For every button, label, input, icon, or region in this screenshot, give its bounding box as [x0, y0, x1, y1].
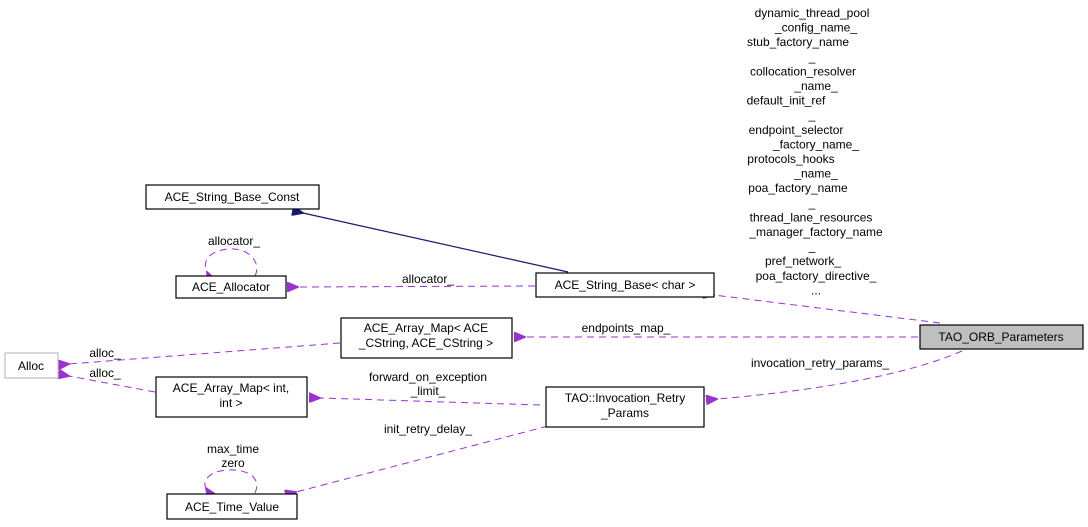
- node-ace-array-map-cstring[interactable]: ACE_Array_Map< ACE _CString, ACE_CString…: [340, 317, 513, 359]
- string-member-label-line: protocols_hooks: [747, 152, 834, 166]
- string-member-label-line: _: [808, 196, 816, 210]
- node-label: Alloc: [18, 359, 44, 373]
- edge-time-value-self-loop: [204, 469, 258, 493]
- string-member-label-line: _name_: [793, 167, 838, 181]
- node-tao-invocation-retry-params[interactable]: TAO::Invocation_Retry _Params: [545, 386, 705, 428]
- string-member-label-line: _manager_factory_name: [748, 225, 883, 239]
- edge-label-max-time: max_time: [207, 442, 259, 456]
- edge-allocator-self-loop: [204, 248, 258, 276]
- node-label: ACE_Time_Value: [185, 500, 279, 514]
- string-member-label-line: poa_factory_name: [748, 181, 848, 195]
- node-ace-allocator[interactable]: ACE_Allocator: [175, 275, 287, 299]
- edge-label-string-members: dynamic_thread_pool_config_name_stub_fac…: [747, 6, 883, 297]
- edge-label-forward-on-exception-line-2: _limit_: [410, 384, 446, 398]
- edge-label-init-retry-delay: init_retry_delay_: [384, 422, 472, 436]
- node-label: ACE_Allocator: [192, 280, 270, 294]
- node-ace-string-base-const[interactable]: ACE_String_Base_Const: [145, 184, 320, 210]
- string-member-label-line: _name_: [793, 79, 838, 93]
- string-member-label-line: pref_network_: [765, 254, 841, 268]
- node-ace-array-map-int[interactable]: ACE_Array_Map< int, int >: [155, 376, 308, 418]
- node-label: ACE_String_Base< char >: [555, 278, 696, 292]
- node-label: ACE_String_Base_Const: [165, 190, 300, 204]
- edge-allocator-from-string-base: [298, 286, 536, 287]
- edge-inherits-string-base-const: [303, 213, 569, 273]
- node-label-line-1: ACE_Array_Map< int,: [173, 381, 289, 395]
- string-member-label-line: _: [808, 50, 816, 64]
- string-member-label-line: default_init_ref: [747, 94, 826, 108]
- edge-invocation-retry-params: [717, 350, 963, 399]
- edge-label-invocation-retry-params: invocation_retry_params_: [751, 356, 889, 370]
- string-member-label-line: collocation_resolver: [750, 64, 856, 78]
- string-member-label-line: ...: [811, 283, 821, 297]
- node-label-line-1: ACE_Array_Map< ACE: [364, 321, 488, 335]
- node-label-line-2: _CString, ACE_CString >: [358, 336, 493, 350]
- string-member-label-line: endpoint_selector: [749, 123, 844, 137]
- edge-forward-on-exception-limit: [320, 398, 541, 406]
- node-tao-orb-parameters[interactable]: TAO_ORB_Parameters: [919, 324, 1084, 350]
- edge-alloc-from-int-map: [69, 376, 156, 393]
- edge-string-members: [714, 295, 941, 324]
- edge-alloc-from-cstring-map: [69, 342, 341, 364]
- node-label-line-2: int >: [219, 396, 242, 410]
- string-member-label-line: poa_factory_directive_: [756, 269, 877, 283]
- string-member-label-line: thread_lane_resources: [750, 210, 873, 224]
- node-label: TAO_ORB_Parameters: [938, 330, 1063, 344]
- edge-label-alloc-2: alloc_: [89, 366, 121, 380]
- node-label-line-2: _Params: [600, 406, 649, 420]
- string-member-label-line: _: [808, 108, 816, 122]
- node-ace-time-value[interactable]: ACE_Time_Value: [166, 493, 298, 520]
- edge-label-alloc-1: alloc_: [89, 346, 121, 360]
- node-label-line-1: TAO::Invocation_Retry: [565, 391, 686, 405]
- edge-label-allocator-self: allocator_: [208, 234, 260, 248]
- string-member-label-line: _config_name_: [774, 21, 857, 35]
- node-ace-string-base-char[interactable]: ACE_String_Base< char >: [535, 272, 715, 298]
- edge-label-zero: zero: [221, 456, 245, 470]
- string-member-label-line: _: [808, 240, 816, 254]
- edge-init-retry-delay: [296, 425, 549, 492]
- string-member-label-line: _factory_name_: [772, 137, 859, 151]
- string-member-label-line: dynamic_thread_pool: [755, 6, 870, 20]
- node-alloc[interactable]: Alloc: [4, 352, 59, 379]
- edge-label-forward-on-exception-line-1: forward_on_exception: [369, 370, 487, 384]
- edge-label-endpoints-map: endpoints_map_: [582, 321, 671, 335]
- edge-label-allocator: allocator_: [402, 272, 454, 286]
- string-member-label-line: stub_factory_name: [747, 35, 849, 49]
